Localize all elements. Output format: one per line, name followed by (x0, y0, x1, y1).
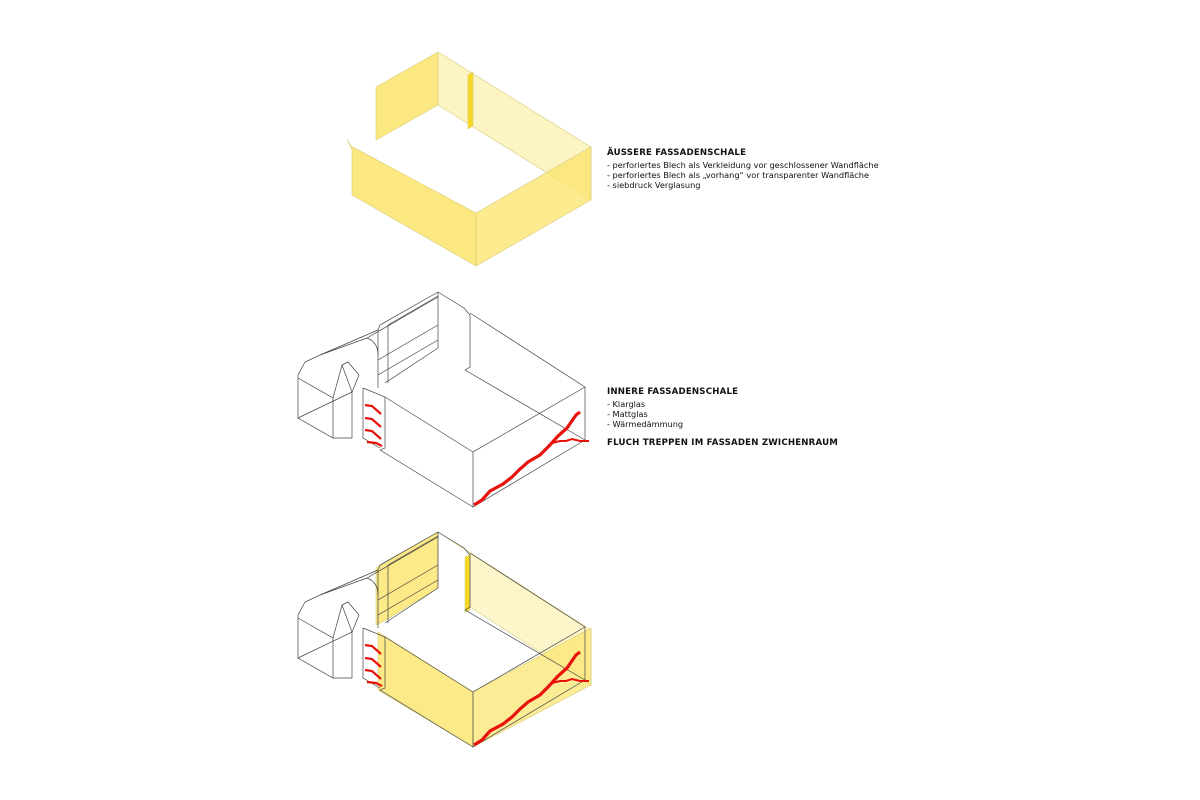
wall-strip (464, 554, 471, 613)
inner-facade-shell-drawing (297, 291, 589, 508)
inner-shell-title: INNERE FASSADENSCHALE (607, 387, 739, 397)
inner-shell-item: - Klarglas (607, 399, 646, 409)
back-left-wall (375, 51, 439, 141)
wall-strip (467, 71, 474, 130)
outer-shell-legend: ÄUSSERE FASSADENSCHALE - perforiertes Bl… (607, 148, 879, 190)
outer-shell-title: ÄUSSERE FASSADENSCHALE (607, 148, 747, 158)
outer-shell-item: - siebdruck Verglasung (607, 180, 701, 190)
outer-shell-item: - perforiertes Blech als Verkleidung vor… (607, 160, 879, 170)
combined-shell-drawing (296, 530, 592, 749)
stairs-note: FLUCH TREPPEN IM FASSADEN ZWICHENRAUM (607, 438, 839, 448)
inner-shell-item: - Mattglas (607, 409, 648, 419)
front-left-wall (346, 138, 477, 267)
stair-small-left (364, 403, 383, 447)
outer-facade-shell-drawing (346, 51, 592, 267)
back-right-wall (437, 531, 592, 686)
inner-shell-item: - Wärmedämmung (607, 419, 684, 429)
front-left-wall (377, 631, 474, 748)
outer-shell-item: - perforiertes Blech als „vorhang“ vor t… (607, 170, 869, 180)
front-right-wall (475, 146, 592, 267)
inner-shell-legend: INNERE FASSADENSCHALE - Klarglas - Mattg… (607, 387, 838, 448)
stair-secondary (551, 437, 589, 444)
stair-main (473, 410, 581, 507)
